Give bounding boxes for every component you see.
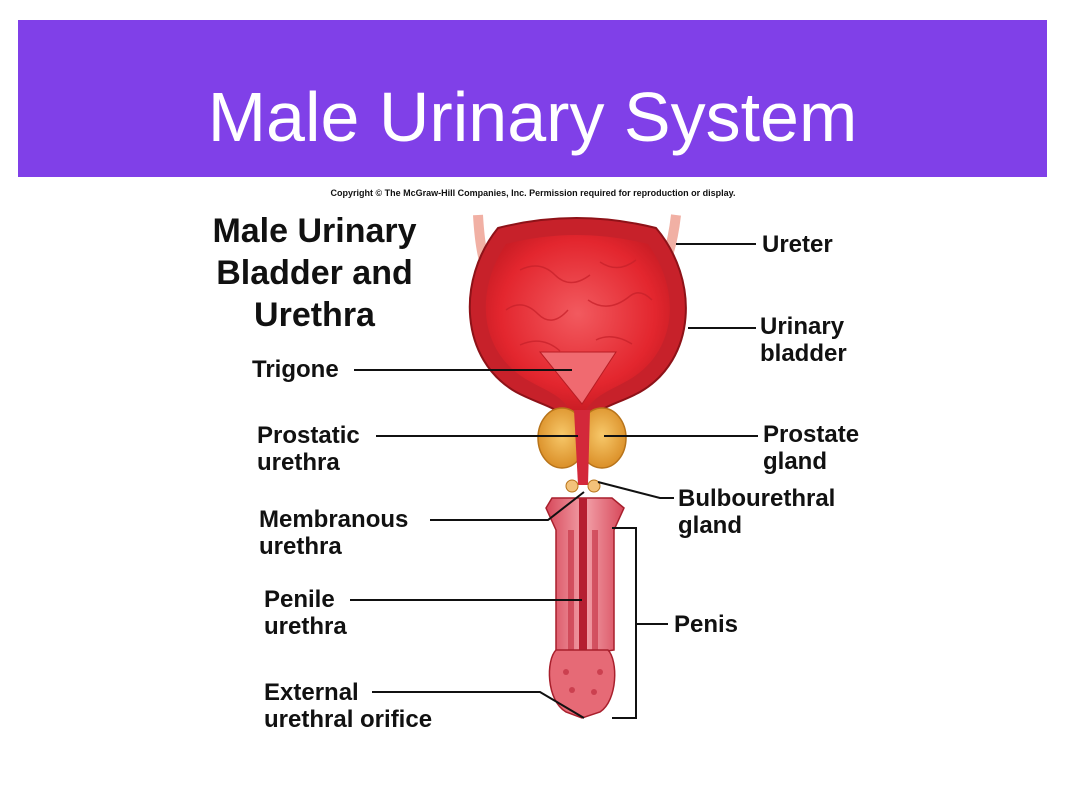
label-ureter: Ureter xyxy=(762,231,833,258)
label-trigone: Trigone xyxy=(252,356,339,383)
label-urinary-bladder: Urinary bladder xyxy=(760,313,847,367)
figure-title-line-2: Bladder and xyxy=(216,254,413,292)
bulbourethral-gland-right xyxy=(587,479,601,493)
leader-lines xyxy=(350,243,758,719)
figure-title-line-3: Urethra xyxy=(254,296,375,334)
label-bulbourethral-gland: Bulbourethral gland xyxy=(678,485,836,539)
copyright-notice: Copyright © The McGraw-Hill Companies, I… xyxy=(330,188,736,198)
label-penis: Penis xyxy=(674,611,739,638)
glans xyxy=(548,649,616,719)
bladder-lumen xyxy=(485,235,670,410)
slide-title: Male Urinary System xyxy=(207,78,858,156)
bladder-rugae xyxy=(505,259,653,352)
urethra-upper xyxy=(574,410,590,485)
label-membranous-urethra: Membranous urethra xyxy=(259,506,409,560)
label-external-urethral-orifice: External urethral orifice xyxy=(264,679,433,733)
penile-urethra-channel xyxy=(579,498,587,708)
label-prostatic-urethra: Prostatic urethra xyxy=(257,422,360,476)
trigone-area xyxy=(538,351,617,405)
label-penile-urethra: Penile urethra xyxy=(264,586,347,640)
figure-title-line-1: Male Urinary xyxy=(212,212,417,250)
title-bar: Male Urinary System xyxy=(18,20,1047,177)
bulbourethral-gland-left xyxy=(565,479,579,493)
figure-title: Male Urinary Bladder and Urethra xyxy=(182,210,447,336)
label-prostate-gland: Prostate gland xyxy=(763,421,860,475)
corpus-spongiosum-texture xyxy=(568,530,598,650)
